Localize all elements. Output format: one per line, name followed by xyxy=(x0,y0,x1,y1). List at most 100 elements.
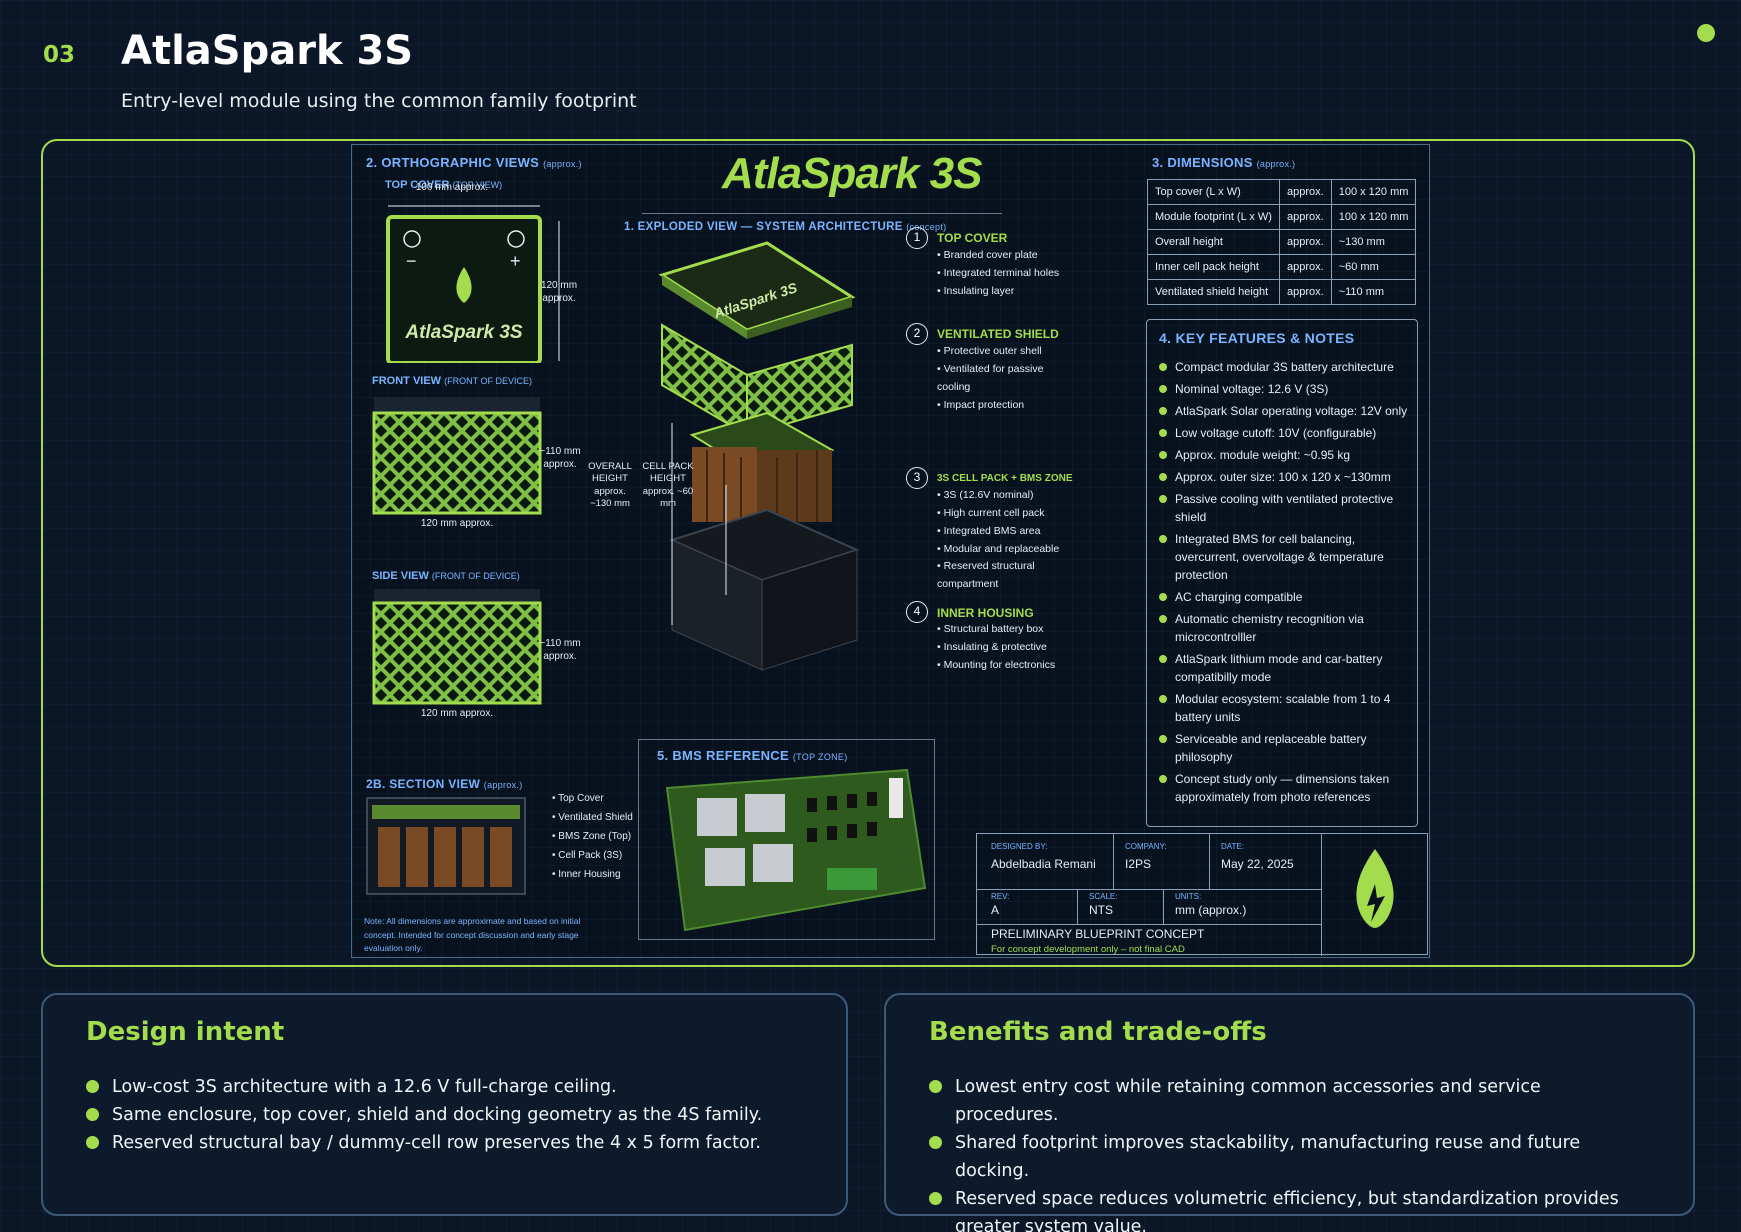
top-cover-view: − + AtlaSpark 3S xyxy=(386,205,560,363)
callout-number: 4 xyxy=(906,601,928,623)
svg-text:+: + xyxy=(510,251,521,271)
dim-cell: approx. xyxy=(1279,279,1332,305)
callout-item: Mounting for electronics xyxy=(937,657,1055,675)
designed-by-field: DESIGNED BY:Abdelbadia Remani xyxy=(991,842,1096,871)
dim-cell: ~130 mm xyxy=(1330,229,1417,255)
dim-cell: 100 x 120 mm xyxy=(1330,179,1417,205)
key-features-box: 4. KEY FEATURES & NOTES Compact modular … xyxy=(1146,319,1418,827)
dim-cell: ~60 mm xyxy=(1330,254,1417,280)
company-field: COMPANY:I2PS xyxy=(1125,842,1167,871)
list-item: Reserved space reduces volumetric effici… xyxy=(929,1185,1649,1232)
ortho-heading: 2. ORTHOGRAPHIC VIEWS (approx.) xyxy=(366,155,582,170)
section-note: Note: All dimensions are approximate and… xyxy=(364,916,581,954)
dim-cell: Overall height xyxy=(1147,229,1280,255)
callout-list: 3S (12.6V nominal) High current cell pac… xyxy=(937,487,1062,594)
section-view-drawing xyxy=(366,797,526,895)
callout-title: VENTILATED SHIELD xyxy=(937,327,1059,341)
section-label: Top Cover xyxy=(552,789,633,808)
callout-item: Impact protection xyxy=(937,397,1057,415)
dim-cell: Top cover (L x W) xyxy=(1147,179,1280,205)
design-intent-list: Low-cost 3S architecture with a 12.6 V f… xyxy=(86,1073,762,1157)
section-heading: 2B. SECTION VIEW (approx.) xyxy=(366,777,523,791)
callout-item: Branded cover plate xyxy=(937,247,1059,265)
flame-logo-icon xyxy=(1356,849,1394,928)
dim-cell: approx. xyxy=(1279,204,1332,230)
callout-list: Protective outer shell Ventilated for pa… xyxy=(937,343,1057,414)
feature-item: Low voltage cutoff: 10V (configurable) xyxy=(1157,424,1415,442)
callout-title: INNER HOUSING xyxy=(937,606,1034,620)
side-width-dim: 120 mm approx. xyxy=(420,708,494,719)
feature-item: AtlaSpark lithium mode and car-battery c… xyxy=(1157,650,1415,686)
dim-cell: approx. xyxy=(1279,254,1332,280)
title-block: DESIGNED BY:Abdelbadia Remani COMPANY:I2… xyxy=(976,833,1428,956)
feature-item: AtlaSpark Solar operating voltage: 12V o… xyxy=(1157,402,1415,420)
status-dot xyxy=(1697,24,1715,42)
section-label: BMS Zone (Top) xyxy=(552,827,633,846)
bms-heading: 5. BMS REFERENCE (TOP ZONE) xyxy=(657,748,848,763)
list-item: Same enclosure, top cover, shield and do… xyxy=(86,1101,762,1129)
dim-cell: Ventilated shield height xyxy=(1147,279,1280,305)
slide-title: AtlaSpark 3S xyxy=(121,28,414,74)
features-list: Compact modular 3S battery architecture … xyxy=(1157,358,1415,810)
callout-item: Insulating layer xyxy=(937,283,1059,301)
callout-item: Modular and replaceable xyxy=(937,541,1062,559)
slide-number: 03 xyxy=(43,42,76,68)
callout-number: 3 xyxy=(906,467,928,489)
section-label: Ventilated Shield xyxy=(552,808,633,827)
list-item: Shared footprint improves stackability, … xyxy=(929,1129,1649,1185)
exploded-view-drawing: AtlaSpark 3S xyxy=(658,241,860,671)
feature-item: Nominal voltage: 12.6 V (3S) xyxy=(1157,380,1415,398)
features-heading: 4. KEY FEATURES & NOTES xyxy=(1159,330,1355,346)
table-row: Module footprint (L x W)approx.100 x 120… xyxy=(1147,204,1417,230)
benefits-heading: Benefits and trade-offs xyxy=(929,1017,1267,1047)
blueprint-logo: AtlaSpark 3S xyxy=(722,149,982,198)
top-view-label: TOP COVER (TOP VIEW) xyxy=(385,179,503,191)
section-label: Cell Pack (3S) xyxy=(552,846,633,865)
dimensions-table: Top cover (L x W)approx.100 x 120 mm Mod… xyxy=(1147,179,1417,305)
side-height-dim: ~110 mm approx. xyxy=(539,638,581,662)
feature-item: Approx. module weight: ~0.95 kg xyxy=(1157,446,1415,464)
date-field: DATE:May 22, 2025 xyxy=(1221,842,1294,871)
scale-field: SCALE:NTS xyxy=(1089,892,1118,917)
callout-title: 3S CELL PACK + BMS ZONE xyxy=(937,473,1073,484)
blueprint-sheet: 2. ORTHOGRAPHIC VIEWS (approx.) TOP COVE… xyxy=(351,144,1430,958)
callout-list: Structural battery box Insulating & prot… xyxy=(937,621,1055,675)
table-row: Top cover (L x W)approx.100 x 120 mm xyxy=(1147,179,1417,205)
feature-item: Serviceable and replaceable battery phil… xyxy=(1157,730,1415,766)
callout-item: Integrated terminal holes xyxy=(937,265,1060,283)
exploded-heading: 1. EXPLODED VIEW — SYSTEM ARCHITECTURE (… xyxy=(624,221,947,233)
callout-item: Ventilated for passive cooling xyxy=(937,361,1057,397)
callout-item: Protective outer shell xyxy=(937,343,1057,361)
feature-item: Passive cooling with ventilated protecti… xyxy=(1157,490,1415,526)
front-view-label: FRONT VIEW (FRONT OF DEVICE) xyxy=(372,375,532,387)
feature-item: AC charging compatible xyxy=(1157,588,1415,606)
top-height-dim: 120 mm approx. xyxy=(540,280,578,304)
list-item: Reserved structural bay / dummy-cell row… xyxy=(86,1129,762,1157)
slide-subtitle: Entry-level module using the common fami… xyxy=(121,90,637,112)
svg-text:−: − xyxy=(406,251,417,271)
dim-cell: Module footprint (L x W) xyxy=(1147,204,1280,230)
callout-title: TOP COVER xyxy=(937,231,1008,245)
callout-item: Reserved structural compartment xyxy=(937,558,1062,594)
side-view-drawing xyxy=(372,589,542,705)
benefits-card: Benefits and trade-offs Lowest entry cos… xyxy=(884,993,1695,1232)
dim-cell: approx. xyxy=(1279,179,1332,205)
section-label: Inner Housing xyxy=(552,865,633,884)
callout-number: 2 xyxy=(906,323,928,345)
front-height-dim: ~110 mm approx. xyxy=(539,446,581,470)
logo-divider xyxy=(642,213,1002,214)
callout-number: 1 xyxy=(906,227,928,249)
feature-item: Compact modular 3S battery architecture xyxy=(1157,358,1415,376)
front-width-dim: 120 mm approx. xyxy=(420,518,494,529)
design-intent-heading: Design intent xyxy=(86,1017,285,1047)
bms-board-image xyxy=(665,768,927,932)
dim-cell: Inner cell pack height xyxy=(1147,254,1280,280)
rev-field: REV:A xyxy=(991,892,1010,917)
front-view-drawing xyxy=(372,397,542,515)
callout-item: Structural battery box xyxy=(937,621,1055,639)
benefits-list: Lowest entry cost while retaining common… xyxy=(929,1073,1649,1232)
dim-cell: 100 x 120 mm xyxy=(1330,204,1417,230)
